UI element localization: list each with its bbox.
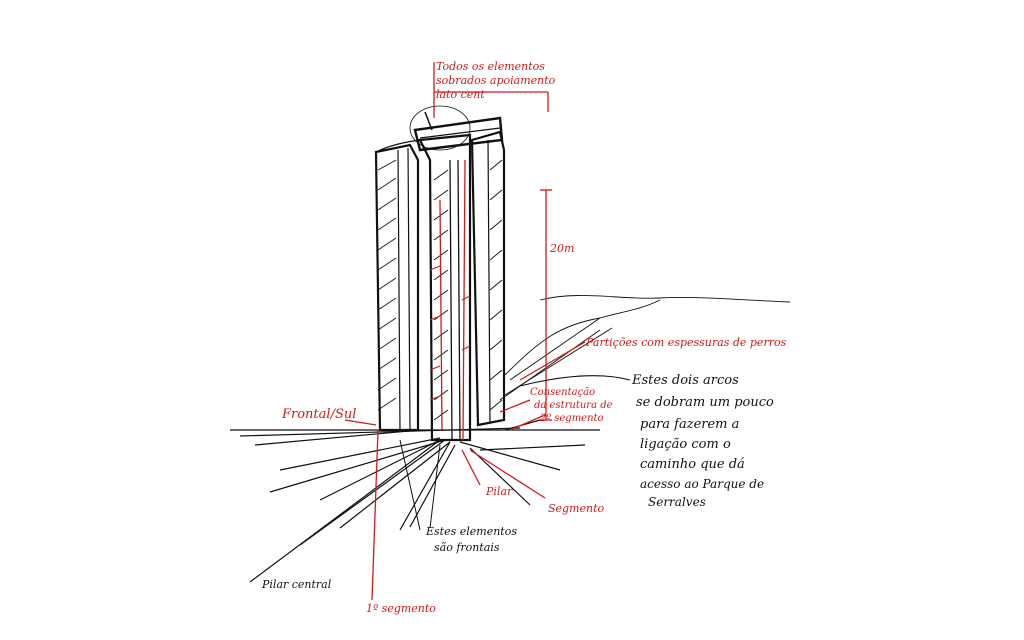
tower-middle-slab — [418, 133, 472, 442]
right-small-line-2: da estrutura de — [534, 400, 613, 411]
red-hatching — [429, 265, 471, 401]
black-leaders — [399, 375, 631, 531]
partitions-label: Partições com espessuras de perros — [585, 336, 787, 349]
frontal-label: Frontal/Sul — [281, 407, 356, 422]
black-annotations: Estes dois arcos se dobram um pouco para… — [261, 373, 774, 591]
bottom-center-line-2: são frontais — [434, 541, 500, 554]
landscape-lines — [499, 295, 791, 401]
arcs-note-line-6: acesso ao Parque de — [640, 477, 764, 491]
arcs-note-line-1: Estes dois arcos — [631, 373, 739, 388]
arcs-note-line-2: se dobram um pouco — [636, 395, 774, 410]
right-small-line-1: Consentação — [530, 387, 595, 398]
arcs-note-line-7: Serralves — [648, 495, 706, 509]
red-annotations: Todos os elementos sobrados apoiamento l… — [281, 60, 787, 615]
tower-top — [375, 105, 504, 153]
pilar-central-label: Pilar central — [261, 578, 332, 591]
right-small-line-3: 2º segmento — [539, 413, 604, 424]
arcs-note-line-4: ligação com o — [640, 437, 731, 452]
arcs-note-line-3: para fazerem a — [640, 417, 739, 432]
pilar-label: Pilar — [485, 485, 513, 498]
segment-bottom-label: 1º segmento — [366, 602, 436, 615]
height-label: 20m — [549, 242, 574, 255]
tower-right-slab — [470, 130, 506, 427]
red-leader-lines — [344, 62, 586, 601]
top-note-line-1: Todos os elementos — [436, 60, 545, 73]
bottom-center-line-1: Estes elementos — [425, 525, 517, 538]
ground-lines — [230, 419, 600, 583]
tower-left-slab — [374, 143, 420, 432]
top-note-line-2: sobrados apoiamento — [436, 74, 556, 87]
top-note-line-3: lato cent — [436, 88, 485, 101]
segment-right-label: Segmento — [548, 502, 605, 515]
arcs-note-line-5: caminho que dá — [640, 457, 745, 472]
